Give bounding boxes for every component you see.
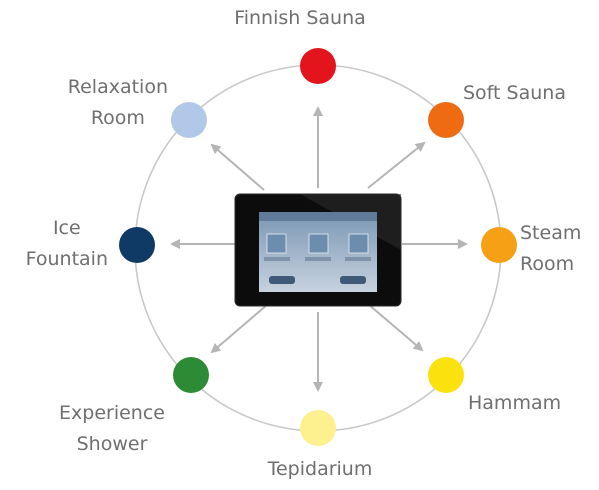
arrow-up-left: [210, 143, 265, 191]
node-experience-shower: [173, 357, 209, 393]
node-tepidarium: [300, 410, 336, 446]
label-experience-shower: Experience Shower: [59, 402, 165, 455]
node-soft-sauna: [428, 102, 464, 138]
label-soft-sauna: Soft Sauna: [463, 82, 566, 104]
node-relaxation-room: [171, 102, 207, 138]
control-panel-device: [234, 193, 402, 307]
label-hammam: Hammam: [468, 392, 562, 414]
node-ice-fountain: [119, 227, 155, 263]
arrows: [170, 106, 468, 392]
label-tepidarium: Tepidarium: [267, 458, 373, 480]
arrow-down-right: [367, 303, 424, 352]
label-finnish-sauna: Finnish Sauna: [234, 7, 366, 29]
node-hammam: [428, 357, 464, 393]
node-finnish-sauna: [300, 48, 336, 84]
arrow-down-left: [210, 303, 269, 354]
label-steam-room: Steam Room: [520, 222, 582, 275]
label-ice-fountain: Ice Fountain: [25, 217, 108, 270]
arrow-up-right: [367, 141, 426, 189]
node-steam-room: [481, 227, 517, 263]
label-relaxation-room: Relaxation Room: [67, 76, 168, 129]
